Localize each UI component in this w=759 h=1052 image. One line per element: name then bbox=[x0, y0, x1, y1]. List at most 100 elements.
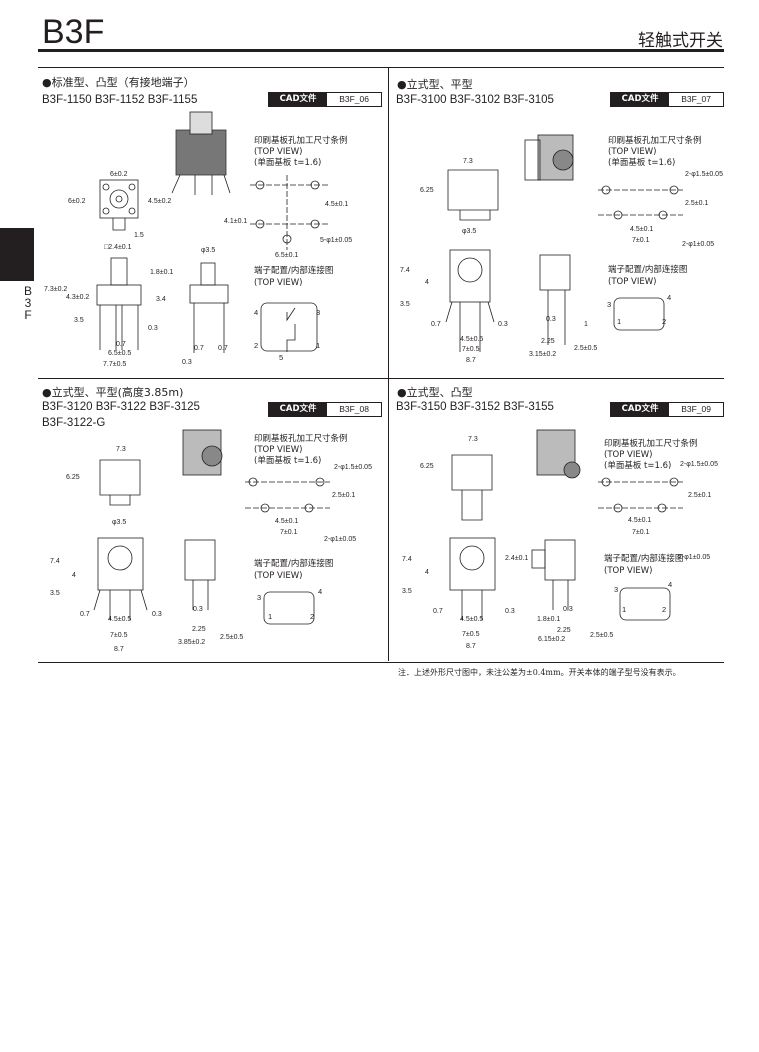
dim: 7±0.5 bbox=[110, 632, 128, 639]
panel4-drawings bbox=[449, 429, 683, 621]
panel4-pcb-topview: (TOP VIEW) bbox=[604, 450, 653, 460]
dim: 3.5 bbox=[400, 301, 410, 308]
panel1-models: B3F-1150 B3F-1152 B3F-1155 bbox=[42, 94, 198, 106]
panel3-pcb-sub: (单面基板 t=1.6) bbox=[254, 456, 322, 466]
dim: 0.3 bbox=[546, 316, 556, 323]
panel2-terminal-topview: (TOP VIEW) bbox=[608, 277, 657, 287]
dim: 3.5 bbox=[74, 317, 84, 324]
dim: 8.7 bbox=[466, 357, 476, 364]
dim: 2-φ1.5±0.05 bbox=[685, 171, 723, 178]
cad-code: B3F_09 bbox=[681, 404, 711, 414]
side-tab bbox=[0, 228, 34, 281]
drawing-frame bbox=[38, 67, 724, 663]
dim: 4.5±0.5 bbox=[460, 616, 484, 623]
dim: 2-φ1±0.05 bbox=[324, 536, 357, 543]
panel2-pcb-topview: (TOP VIEW) bbox=[608, 147, 657, 157]
header-rule bbox=[38, 49, 724, 52]
panel4-terminal-topview: (TOP VIEW) bbox=[604, 566, 653, 576]
terminal-number: 2 bbox=[662, 317, 667, 326]
dim: 0.3 bbox=[563, 606, 573, 613]
dim: 8.7 bbox=[466, 643, 476, 650]
panel2-pcb-title: 印刷基板孔加工尺寸条例 bbox=[608, 136, 702, 146]
dim: 4.5±0.1 bbox=[628, 517, 652, 524]
dim: 7.4 bbox=[402, 556, 412, 563]
dim: 7±0.1 bbox=[632, 529, 650, 536]
vertical-divider bbox=[388, 67, 389, 661]
dim: 4.5±0.1 bbox=[275, 518, 299, 525]
dim: 4.5±0.1 bbox=[325, 201, 349, 208]
dim: 6±0.2 bbox=[68, 198, 86, 205]
panel4-terminal-title: 端子配置/内部连接图 bbox=[604, 554, 684, 564]
dim: 4 bbox=[425, 279, 429, 286]
page-title: B3F bbox=[42, 13, 105, 51]
dim: 0.3 bbox=[152, 611, 162, 618]
dim: 0.7 bbox=[80, 611, 90, 618]
cad-code: B3F_07 bbox=[681, 94, 711, 104]
dim: 6.5±0.5 bbox=[108, 350, 132, 357]
panel4-title: ●立式型、凸型 bbox=[397, 386, 473, 399]
dim: 0.3 bbox=[193, 606, 203, 613]
panel1-pcb-topview: (TOP VIEW) bbox=[254, 147, 303, 157]
dim: 6.25 bbox=[420, 187, 434, 194]
dim: 4.1±0.1 bbox=[224, 218, 248, 225]
dim: 0.7 bbox=[194, 345, 204, 352]
dim: 4 bbox=[72, 572, 76, 579]
dim: 1.8±0.1 bbox=[150, 269, 174, 276]
dim: φ3.5 bbox=[462, 228, 477, 235]
dim: 0.7 bbox=[116, 341, 126, 348]
dim: 3.85±0.2 bbox=[178, 639, 206, 646]
panel3-drawings bbox=[93, 429, 330, 625]
dim: 2.25 bbox=[557, 627, 571, 634]
category-title: 轻触式开关 bbox=[638, 31, 723, 51]
dim: 7.4 bbox=[50, 558, 60, 565]
dim: 7.3±0.2 bbox=[44, 286, 68, 293]
dim: 6.25 bbox=[420, 463, 434, 470]
dim: 7.3 bbox=[468, 436, 478, 443]
dim: 7.7±0.5 bbox=[103, 361, 127, 368]
panel4-models: B3F-3150 B3F-3152 B3F-3155 bbox=[396, 401, 554, 413]
dim: 7±0.5 bbox=[462, 631, 480, 638]
dim: 2.5±0.1 bbox=[688, 492, 712, 499]
dim: 0.3 bbox=[148, 325, 158, 332]
dim: 1.8±0.1 bbox=[537, 616, 561, 623]
terminal-number: 3 bbox=[257, 593, 262, 602]
dim: 2.5±0.1 bbox=[685, 200, 709, 207]
dim: 7.3 bbox=[463, 158, 473, 165]
dim: 0.3 bbox=[505, 608, 515, 615]
dim: 2-φ1±0.05 bbox=[678, 554, 711, 561]
dim: 1.5 bbox=[134, 232, 144, 239]
terminal-number: 1 bbox=[316, 341, 321, 350]
dim: φ3.5 bbox=[112, 519, 127, 526]
cad-label: CAD文件 bbox=[269, 403, 328, 416]
dim: □2.4±0.1 bbox=[104, 244, 132, 251]
panel2-title: ●立式型、平型 bbox=[397, 78, 473, 91]
terminal-number: 1 bbox=[268, 612, 273, 621]
terminal-number: 2 bbox=[662, 605, 667, 614]
terminal-number: 5 bbox=[279, 353, 284, 362]
panel2-terminal-title: 端子配置/内部连接图 bbox=[608, 265, 688, 275]
terminal-number: 4 bbox=[668, 580, 673, 589]
terminal-number: 2 bbox=[310, 612, 315, 621]
panel2-drawings bbox=[445, 134, 683, 352]
terminal-number: 3 bbox=[614, 585, 619, 594]
dim: 0.3 bbox=[182, 359, 192, 366]
panel3-terminal-title: 端子配置/内部连接图 bbox=[254, 559, 334, 569]
panel1-drawings bbox=[96, 111, 330, 353]
dim: 4 bbox=[425, 569, 429, 576]
terminal-number: 1 bbox=[622, 605, 627, 614]
terminal-number: 4 bbox=[254, 308, 259, 317]
terminal-number: 3 bbox=[607, 300, 612, 309]
dim: 2.5±0.5 bbox=[574, 345, 598, 352]
terminal-number: 4 bbox=[667, 293, 672, 302]
dim: 4.3±0.2 bbox=[66, 294, 90, 301]
dim: 2.25 bbox=[541, 338, 555, 345]
dim: 4.5±0.2 bbox=[148, 198, 172, 205]
terminal-number: 1 bbox=[617, 317, 622, 326]
panel1-title: ●标准型、凸型（有接地端子） bbox=[42, 76, 195, 89]
dim: 6.5±0.1 bbox=[275, 252, 299, 259]
